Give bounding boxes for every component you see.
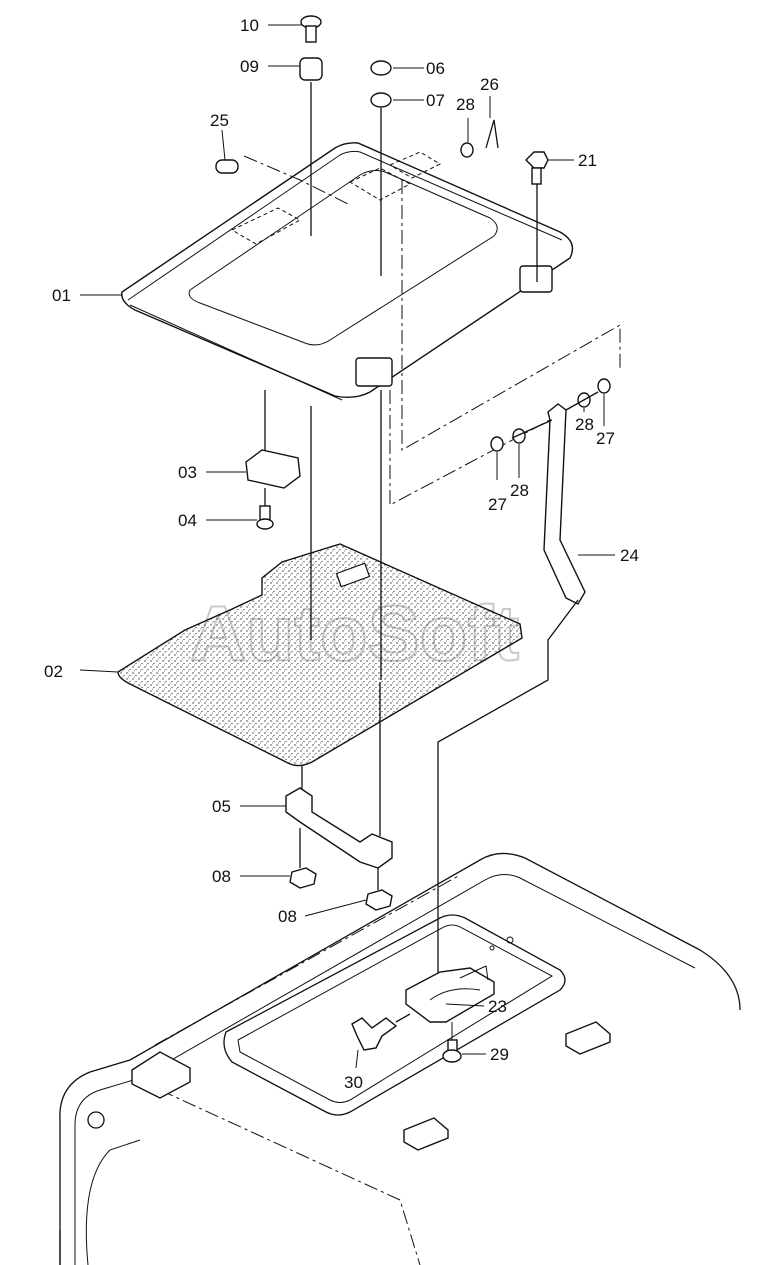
cab-frame (59, 852, 741, 1265)
callout-10: 10 (240, 16, 259, 35)
bolt-head-part (370, 60, 392, 76)
callout-06: 06 (426, 59, 445, 78)
latch-bolt (442, 1039, 462, 1063)
hinge-right (519, 265, 553, 293)
callout-28-left: 28 (510, 481, 529, 500)
washer-28a (512, 428, 526, 444)
callout-03: 03 (178, 463, 197, 482)
bracket-bolt (256, 505, 274, 530)
leader-lines (79, 24, 615, 1069)
callout-27-left: 27 (488, 495, 507, 514)
nut-b (365, 889, 393, 911)
floor-mat (117, 543, 523, 767)
callout-02: 02 (44, 662, 63, 681)
callout-07: 07 (426, 91, 445, 110)
lock-knob (351, 1013, 411, 1051)
nut-a (289, 867, 317, 889)
callout-09: 09 (240, 57, 259, 76)
callout-28-top: 28 (456, 95, 475, 114)
washer-27b (597, 378, 611, 394)
callout-labels: 10 09 06 07 28 26 25 21 01 03 04 27 28 2… (44, 16, 639, 1092)
bracket-part (245, 449, 301, 489)
washer-27a (490, 436, 504, 452)
bushing-part (370, 92, 392, 108)
pin-part (215, 159, 239, 174)
bolt-part (525, 151, 549, 185)
callout-04: 04 (178, 511, 197, 530)
callout-23: 23 (488, 997, 507, 1016)
callout-28-right: 28 (575, 415, 594, 434)
callout-30: 30 (344, 1073, 363, 1092)
callout-27-right: 27 (596, 429, 615, 448)
hinge-left (355, 357, 393, 387)
rubber-block-right (565, 1021, 611, 1055)
stay-lever (543, 403, 586, 605)
rubber-block-left (403, 1117, 449, 1151)
spacer-part (299, 57, 323, 81)
grip-handle (285, 787, 393, 869)
callout-05: 05 (212, 797, 231, 816)
callout-25: 25 (210, 111, 229, 130)
callout-24: 24 (620, 546, 639, 565)
callout-01: 01 (52, 286, 71, 305)
latch-bracket (405, 965, 495, 1023)
frame-hinge (131, 1051, 191, 1099)
callout-08-upper: 08 (212, 867, 231, 886)
washer-part (460, 142, 474, 158)
cover-lid (121, 142, 574, 401)
clip-part (485, 119, 499, 149)
callout-26: 26 (480, 75, 499, 94)
callout-08-lower: 08 (278, 907, 297, 926)
callout-21: 21 (578, 151, 597, 170)
screw-part (300, 15, 322, 43)
callout-29: 29 (490, 1045, 509, 1064)
deck-opening (223, 914, 566, 1116)
